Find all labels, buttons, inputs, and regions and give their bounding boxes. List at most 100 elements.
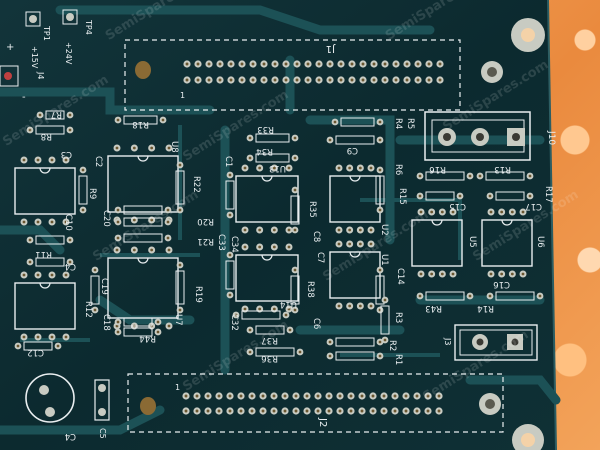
j1-pin-row [183,60,444,84]
r7-label: R7 [51,109,62,119]
u14-label: U14 [280,299,297,309]
resistor-outline [35,257,65,267]
resistor-outline [45,110,65,120]
resistor-outline [175,270,185,305]
c2-label: C2 [93,156,103,167]
u13-label: U13 [269,163,286,173]
resistor-outline [123,205,163,215]
c5-label: C5 [98,428,107,439]
v24-label: +24V [64,42,73,65]
r34-label: R34 [256,146,273,156]
c10-label: C10 [63,214,73,231]
r8-label: R8 [41,131,52,141]
c32-label: C32 [229,314,239,331]
r20-label: R20 [197,216,214,226]
c15-label: C15 [449,201,466,211]
c5-pad-top [98,384,106,392]
c4-label: C4 [65,261,76,271]
passive-footprints [14,110,544,361]
j1-pin1-label: 1 [180,91,185,100]
resistor-outline [123,115,158,125]
r11-label: R11 [35,249,52,259]
resistor-outline [241,310,281,320]
resistor-outline [495,291,535,301]
r5-label: R5 [405,118,415,129]
r2-label: R2 [387,340,397,351]
tp4-label: TP4 [84,19,93,35]
connector-j3 [454,324,538,361]
ic-outline [329,251,381,299]
resistor-outline [380,305,390,335]
connector-j10 [424,111,531,161]
j10-label: J10 [546,130,556,145]
connector-j1 [124,39,461,111]
resistor-outline [23,341,53,351]
c7-label: C7 [315,252,325,263]
r43-label: R43 [425,303,442,313]
v15-label: +15V [30,46,39,69]
resistor-outline [290,275,300,305]
r12-label: R12 [83,301,93,318]
u1-label: U1 [379,254,389,266]
resistor-outline [485,171,525,181]
j4-label: J4 [36,71,45,79]
r9-label: R9 [87,188,97,199]
test-points [0,9,78,87]
resistor-outline [35,235,65,245]
resistor-outline [175,170,185,205]
r33-label: R33 [257,124,274,134]
resistor-outline [375,175,385,205]
tp1-label: TP1 [42,25,51,41]
resistor-outline [255,347,295,357]
c12-label: C12 [27,347,44,357]
c33-label: C33 [216,234,226,251]
r17-label: R17 [543,186,553,203]
silkscreen-labels: R7 R8 R18 U8 R33 R34 U13 R4 R5 C9 R6 R15… [27,109,553,441]
c34-label: C34 [229,236,239,253]
ic-outline [107,155,179,213]
r13-label: R13 [494,164,511,174]
ic-outline [481,219,533,267]
r35-label: R35 [307,201,317,218]
resistor-outline [123,233,163,243]
c3-label: C3 [61,149,72,159]
c17-label: C17 [525,201,542,211]
c5-pad-bottom [98,408,106,416]
u7-label: U7 [173,314,183,326]
resistor-outline [255,153,290,163]
c18-label: C18 [101,314,111,331]
resistor-outline [425,171,465,181]
j2-pin1-label: 1 [175,383,180,392]
resistor-outline [335,337,375,347]
resistor-outline [425,291,465,301]
u6-label: U6 [535,236,545,248]
ic-outline [14,167,76,215]
c14-label: C14 [395,268,405,285]
r37-label: R37 [261,335,278,345]
fine-traces [20,125,462,357]
resistor-outline [335,351,375,361]
r14-label: R14 [477,303,494,313]
resistor-outline [35,125,65,135]
resistor-outline [123,217,163,227]
r18-label: R18 [132,119,149,129]
j2-label: J2 [317,417,328,427]
r4-label: R4 [393,118,403,129]
c19-label: C19 [99,278,109,295]
resistor-outline [255,325,285,335]
resistor-outline [290,195,300,225]
c8-label: C8 [311,231,321,242]
r16-label: R16 [429,164,446,174]
resistor-outline [425,191,455,201]
r44-label: R44 [139,333,156,343]
c16-label: C16 [493,279,510,289]
r36-label: R36 [261,353,278,363]
resistor-outline [495,191,525,201]
u8-label: U8 [169,141,179,153]
r19-label: R19 [193,286,203,303]
c1-label: C1 [223,156,233,167]
ic-footprints [14,144,533,341]
u2-label: U2 [379,224,389,236]
resistor-outline [225,260,235,290]
